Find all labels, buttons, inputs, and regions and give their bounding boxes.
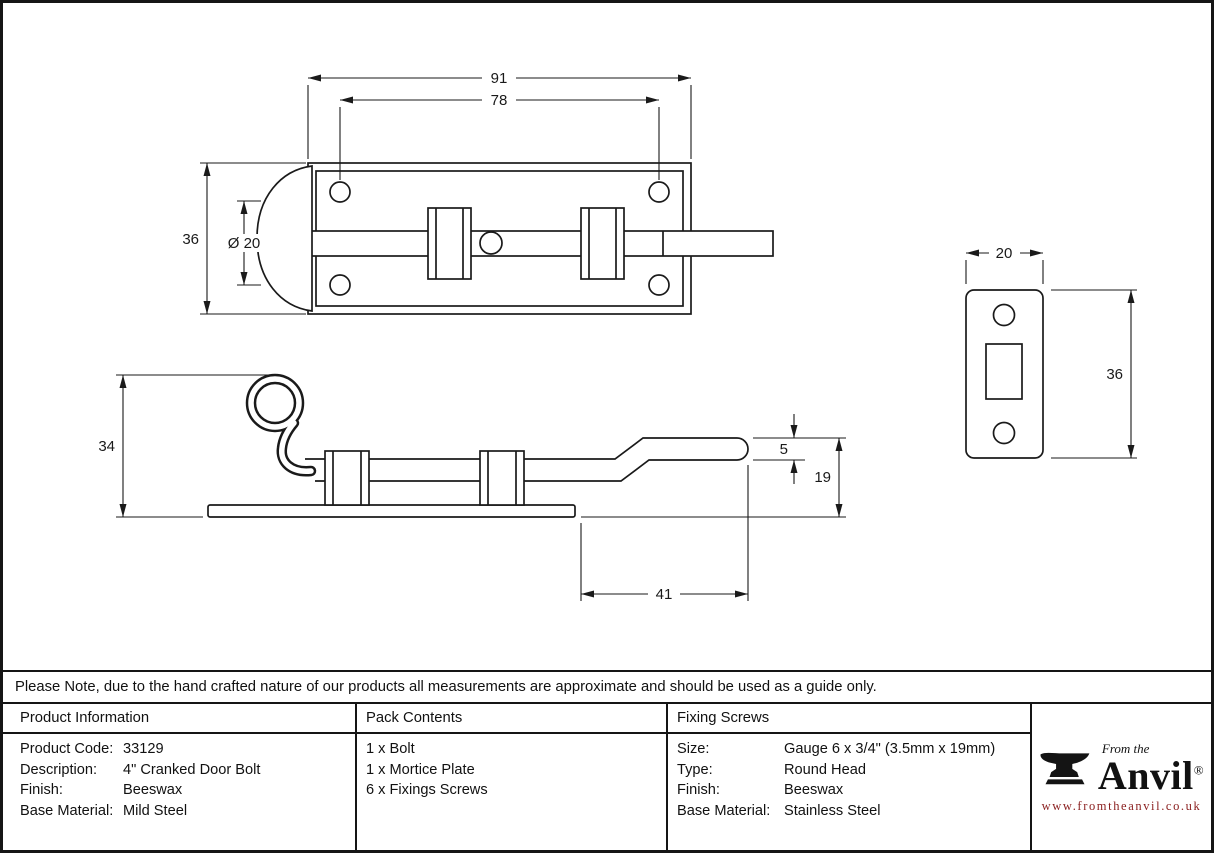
pack-contents-column: Pack Contents 1 x Bolt 1 x Mortice Plate… [357, 704, 668, 850]
mortice-plate-drawing: 20 36 [965, 245, 1137, 459]
dimension-plate-height: 36 [1051, 289, 1137, 459]
dimension-crank-length: 41 [580, 465, 749, 603]
curled-handle [245, 373, 317, 477]
table-row: Finish: Beeswax [677, 780, 1030, 801]
info-table: Product Information Product Code: 33129 … [3, 702, 1211, 850]
bolt-shaft [297, 230, 774, 257]
brand-website: www.fromtheanvil.co.uk [1041, 798, 1202, 813]
note-text: Please Note, due to the hand crafted nat… [15, 679, 877, 695]
dimension-end-height: 19 [581, 438, 846, 518]
dimension-overall-length: 91 [307, 69, 692, 159]
row-value: Gauge 6 x 3/4" (3.5mm x 19mm) [784, 741, 996, 757]
list-item: 6 x Fixings Screws [366, 782, 488, 798]
dim-label-19: 19 [814, 469, 831, 486]
dim-label-34: 34 [98, 438, 115, 455]
dimension-overall-height: 34 [98, 374, 269, 518]
row-value: Beeswax [784, 782, 844, 798]
dimension-plate-width: 20 [965, 245, 1044, 284]
brand-name: Anvil® [1098, 755, 1205, 795]
table-row: Description: 4" Cranked Door Bolt [20, 760, 355, 781]
row-label: Base Material: [677, 802, 771, 819]
technical-drawing-area: 91 78 36 [3, 3, 1211, 670]
dimension-hole-spacing: 78 [339, 92, 660, 180]
table-row: Finish: Beeswax [20, 780, 355, 801]
screw-hole [329, 181, 351, 203]
dim-label-dia20: Ø 20 [228, 235, 261, 252]
mortice-slot [985, 343, 1023, 400]
dim-label-36: 36 [182, 231, 199, 248]
note-bar: Please Note, due to the hand crafted nat… [3, 670, 1211, 702]
row-label: Product Code: [20, 741, 114, 757]
brand-logo-cell: From the Anvil® www.fromtheanvil.co.uk [1032, 704, 1211, 850]
fixing-screws-header: Fixing Screws [668, 704, 1030, 734]
dimension-knob-diameter: Ø 20 [222, 200, 266, 286]
brand-wordmark: From the Anvil® [1098, 740, 1205, 796]
row-value: Beeswax [123, 782, 183, 798]
table-row: Type: Round Head [677, 760, 1030, 781]
dim-label-36: 36 [1106, 366, 1123, 383]
product-information-header: Product Information [3, 704, 355, 734]
pack-contents-body: 1 x Bolt 1 x Mortice Plate 6 x Fixings S… [357, 734, 666, 801]
row-label: Base Material: [20, 802, 114, 819]
base-plate [207, 504, 576, 518]
registered-mark: ® [1193, 762, 1205, 778]
rod-bracket [479, 450, 525, 506]
fixing-screws-body: Size: Gauge 6 x 3/4" (3.5mm x 19mm) Type… [668, 734, 1030, 821]
table-row: Base Material: Stainless Steel [677, 801, 1030, 822]
row-value: Round Head [784, 761, 866, 778]
list-item: 1 x Bolt [366, 741, 415, 757]
row-value: 33129 [123, 741, 164, 757]
screw-hole [992, 303, 1016, 327]
dimension-plate-height: 36 [182, 162, 306, 315]
dim-label-91: 91 [491, 70, 508, 87]
row-label: Finish: [677, 782, 720, 798]
row-value: 4" Cranked Door Bolt [123, 761, 261, 778]
brand-logo: From the Anvil® [1039, 741, 1204, 795]
row-label: Description: [20, 761, 98, 778]
row-label: Size: [677, 741, 710, 757]
brand-tagline: From the [1101, 740, 1150, 756]
dim-label-20: 20 [996, 245, 1013, 262]
bolt-guide [427, 207, 472, 280]
screw-hole [648, 181, 670, 203]
screw-hole [992, 421, 1016, 445]
row-value: Mild Steel [123, 802, 188, 819]
table-row: Product Code: 33129 [20, 739, 355, 760]
dimension-crank-offset: 5 [753, 414, 846, 484]
side-view-drawing: 34 5 19 [98, 373, 846, 603]
center-screw [479, 231, 503, 255]
list-item: 1 x Mortice Plate [366, 761, 475, 778]
drawings-svg: 91 78 36 [98, 69, 1137, 603]
dim-label-41: 41 [656, 586, 673, 603]
row-label: Type: [677, 761, 713, 778]
fixing-screws-column: Fixing Screws Size: Gauge 6 x 3/4" (3.5m… [668, 704, 1032, 850]
table-row: Size: Gauge 6 x 3/4" (3.5mm x 19mm) [677, 739, 1030, 760]
screw-hole [648, 274, 670, 296]
rod-bracket [324, 450, 370, 506]
plan-view-drawing: 91 78 36 [182, 69, 774, 315]
product-information-body: Product Code: 33129 Description: 4" Cran… [3, 734, 355, 821]
bolt-guide [580, 207, 625, 280]
brand-name-text: Anvil [1097, 752, 1194, 798]
product-information-column: Product Information Product Code: 33129 … [3, 704, 357, 850]
row-value: Stainless Steel [784, 802, 881, 819]
anvil-icon [1040, 752, 1090, 784]
dim-label-78: 78 [491, 92, 508, 109]
dim-label-5: 5 [780, 441, 788, 458]
cranked-rod [305, 437, 749, 482]
pack-contents-header: Pack Contents [357, 704, 666, 734]
table-row: Base Material: Mild Steel [20, 801, 355, 822]
row-label: Finish: [20, 782, 63, 798]
screw-hole [329, 274, 351, 296]
